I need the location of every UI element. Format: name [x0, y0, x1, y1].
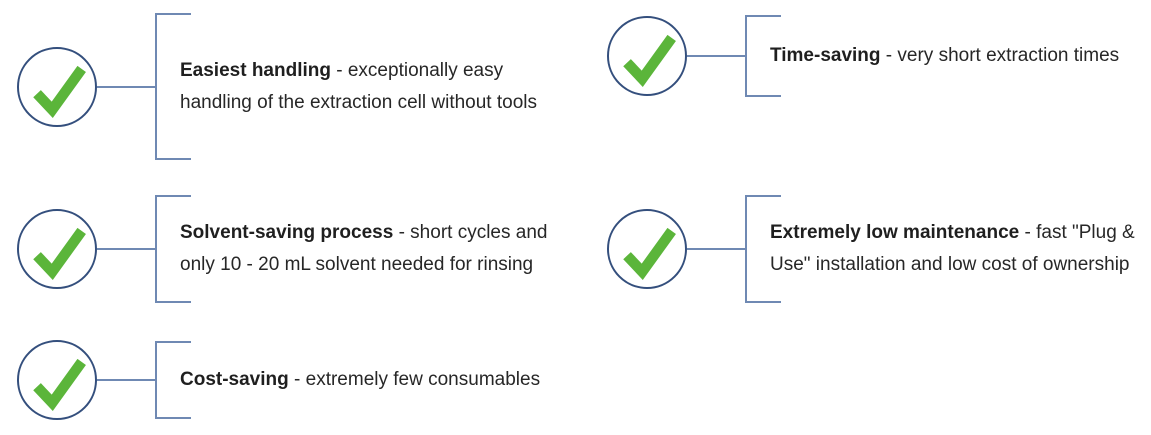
connector-line: [97, 85, 155, 88]
benefit-description: - very short extraction times: [880, 45, 1120, 66]
checkmark-icon: [33, 358, 86, 411]
benefit-text: Solvent-saving process - short cycles an…: [180, 217, 585, 281]
benefit-text: Cost-saving - extremely few consumables: [180, 364, 540, 396]
connector-line: [97, 248, 155, 250]
check-circle: [17, 340, 97, 420]
check-circle: [17, 46, 97, 127]
check-circle: [607, 16, 687, 96]
bracket: [155, 341, 191, 419]
bracket: [155, 13, 191, 160]
benefit-title: Easiest handling: [180, 59, 331, 81]
benefit-easiest-handling: Easiest handling - exceptionally easy ha…: [17, 13, 565, 160]
benefit-description: - fast "Plug & Use" installation and low…: [770, 222, 1135, 275]
benefit-title: Time-saving: [770, 45, 881, 66]
checkmark-icon: [623, 227, 676, 280]
benefit-text: Time-saving - very short extraction time…: [770, 40, 1119, 72]
check-circle: [17, 209, 97, 289]
benefit-description: - short cycles and only 10 - 20 mL solve…: [180, 222, 548, 275]
benefit-description: - extremely few consumables: [288, 369, 541, 390]
benefit-description: - exceptionally easy handling of the ext…: [180, 59, 537, 113]
benefit-text: Easiest handling - exceptionally easy ha…: [180, 55, 565, 119]
benefit-cost-saving: Cost-saving - extremely few consumables: [17, 340, 540, 420]
checkmark-icon: [33, 227, 86, 280]
check-circle: [607, 209, 687, 289]
benefit-title: Extremely low maintenance: [770, 222, 1020, 243]
connector-line: [97, 379, 155, 381]
bracket: [745, 15, 781, 97]
benefit-text: Extremely low maintenance - fast "Plug &…: [770, 217, 1151, 281]
connector-line: [687, 55, 745, 57]
checkmark-icon: [623, 34, 676, 87]
bracket: [745, 195, 781, 303]
benefit-solvent-saving-process: Solvent-saving process - short cycles an…: [17, 195, 585, 303]
checkmark-icon: [33, 65, 86, 118]
benefit-time-saving: Time-saving - very short extraction time…: [607, 15, 1119, 97]
benefit-extremely-low-maintenance: Extremely low maintenance - fast "Plug &…: [607, 195, 1151, 303]
bracket: [155, 195, 191, 303]
connector-line: [687, 248, 745, 250]
benefit-title: Cost-saving: [180, 369, 289, 390]
benefit-title: Solvent-saving process: [180, 222, 394, 243]
